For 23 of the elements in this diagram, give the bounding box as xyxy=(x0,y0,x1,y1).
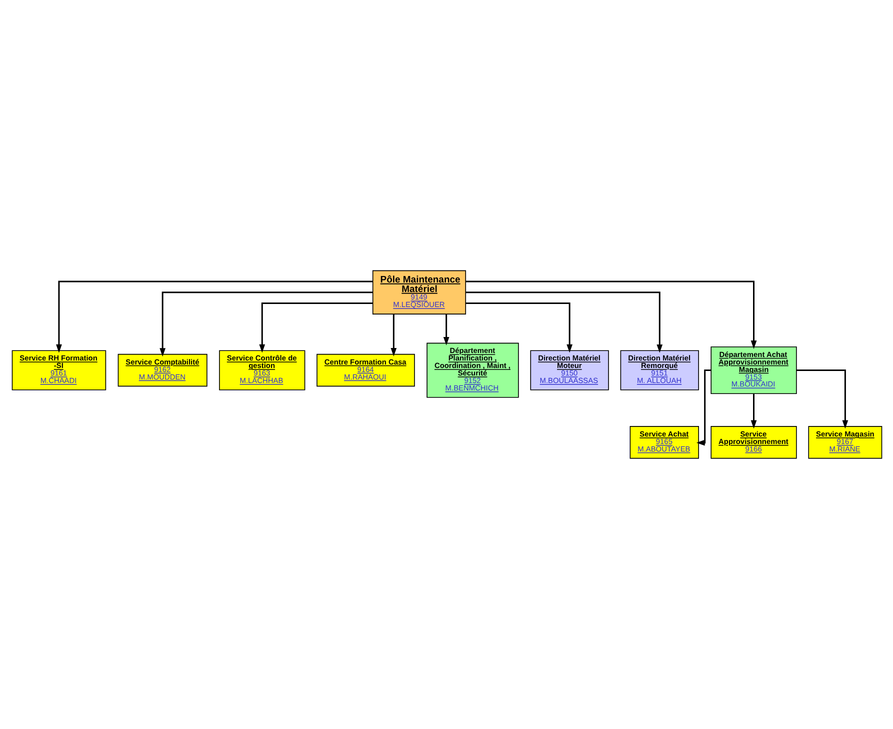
arrow xyxy=(56,280,372,353)
node-box: Direction Matériel Remorqué 9151 M. ALLOUAH xyxy=(620,350,698,390)
node-box: Service Magasin 9167 M.RIANE xyxy=(808,426,882,459)
node-box: Centre Formation Casa 9164 M.RAHAOUI xyxy=(316,354,414,387)
arrow xyxy=(696,370,711,446)
node-box: Service Approvisionnement 9166 xyxy=(710,426,796,459)
node-box: Département Achat Approvisionnement Magasin 9153 M.BOUKAIDI xyxy=(710,346,796,394)
arrow xyxy=(390,314,396,356)
node-box: Pôle Maintenance Matériel 9149 M.LEQSIOUER xyxy=(372,270,466,314)
arrow xyxy=(465,292,662,353)
arrow xyxy=(465,280,756,349)
arrow xyxy=(465,302,572,353)
arrow xyxy=(258,302,372,353)
node-box: Direction Matériel Moteur 9150 M.BOULAASSAS xyxy=(530,350,608,390)
arrow xyxy=(796,370,848,429)
node-box: Service Achat 9165 M.ABOUTAYEB xyxy=(629,426,698,459)
node-box: Département Planification , Coordination , Maint , Sécurité 9152 M.BENMCHICH xyxy=(426,342,518,398)
arrow xyxy=(750,394,756,429)
arrow xyxy=(442,314,449,346)
arrow xyxy=(159,292,372,357)
node-box: Service Contrôle de gestion 9163 M.LACHHAB xyxy=(218,350,305,390)
node-box: Service Comptabilité 9162 M.MOUDDEN xyxy=(117,354,207,387)
node-box: Service RH Formation -SI 9161 M.CHAADI xyxy=(11,350,106,390)
